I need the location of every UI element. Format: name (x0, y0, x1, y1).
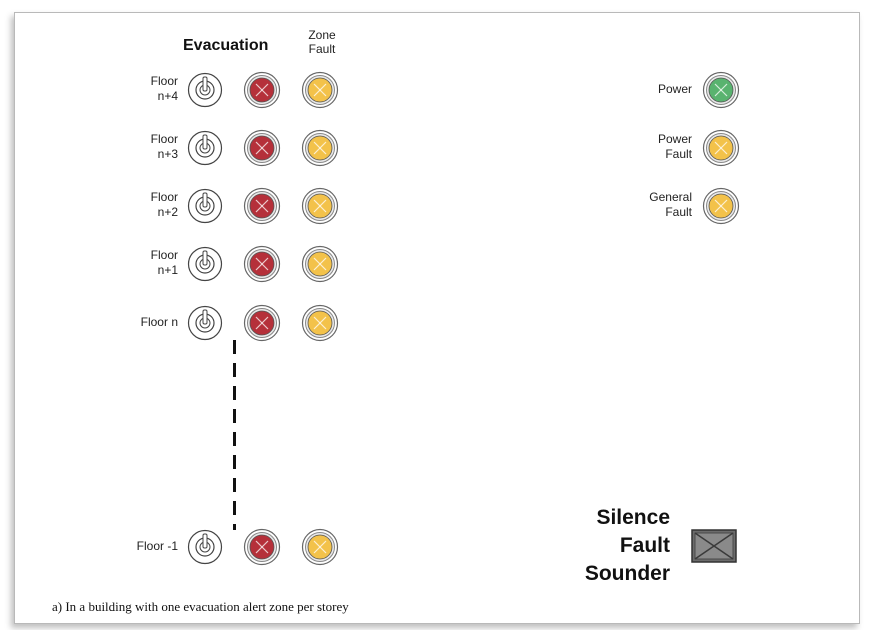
zone-fault-lamp (301, 71, 339, 109)
general-fault-lamp (702, 187, 740, 225)
evacuation-key-switch[interactable] (187, 529, 223, 565)
floor-label-line: Floor (150, 74, 178, 88)
zone-fault-lamp (301, 187, 339, 225)
zone-fault-header-line-1: Zone (308, 28, 336, 42)
floor-label-line: Floor -1 (136, 539, 178, 553)
floor-row: Floor n (0, 303, 360, 343)
power-lamp (702, 71, 740, 109)
evacuation-header: Evacuation (183, 37, 269, 54)
floor-continuation-dashed-line (233, 340, 236, 530)
floor-label: Floor n (108, 315, 178, 330)
floor-label-line: Floor (150, 190, 178, 204)
silence-fault-sounder-label: Silence Fault Sounder (560, 504, 670, 588)
evacuation-lamp[interactable] (243, 528, 281, 566)
floor-label-line: Floor n (140, 315, 178, 329)
indicator-label-line: Power (657, 132, 692, 146)
silence-line-2: Fault (619, 534, 670, 557)
indicator-label-line: Fault (665, 205, 692, 219)
zone-fault-header-line-2: Fault (308, 42, 336, 56)
evacuation-key-switch[interactable] (187, 72, 223, 108)
silence-line-1: Silence (596, 506, 670, 529)
evacuation-key-switch[interactable] (187, 246, 223, 282)
indicator-label-line: Fault (665, 147, 692, 161)
floor-label-line: n+2 (157, 205, 178, 219)
panel-frame (14, 12, 860, 624)
figure-caption: a) In a building with one evacuation ale… (52, 599, 349, 614)
evacuation-lamp[interactable] (243, 187, 281, 225)
evacuation-lamp[interactable] (243, 71, 281, 109)
indicator-label-line: General (649, 190, 692, 204)
floor-label-line: Floor (150, 132, 178, 146)
floor-label-line: n+1 (157, 263, 178, 277)
evacuation-lamp[interactable] (243, 304, 281, 342)
zone-fault-lamp (301, 304, 339, 342)
evacuation-key-switch[interactable] (187, 130, 223, 166)
indicator-label: Power (612, 82, 692, 97)
indicator-label-line: Power (657, 82, 692, 96)
evacuation-key-switch[interactable] (187, 305, 223, 341)
zone-fault-lamp (301, 245, 339, 283)
floor-label: Floor -1 (108, 539, 178, 554)
floor-label-line: n+3 (157, 147, 178, 161)
power-fault-lamp (702, 129, 740, 167)
evacuation-lamp[interactable] (243, 245, 281, 283)
silence-line-3: Sounder (584, 562, 670, 585)
zone-fault-lamp (301, 528, 339, 566)
evacuation-key-switch[interactable] (187, 188, 223, 224)
floor-row: Floor -1 (0, 527, 360, 567)
silence-fault-sounder-button[interactable] (690, 528, 738, 564)
floor-label-line: n+4 (157, 89, 178, 103)
evacuation-lamp[interactable] (243, 129, 281, 167)
zone-fault-lamp (301, 129, 339, 167)
zone-fault-header: Zone Fault (300, 28, 344, 56)
floor-label-line: Floor (150, 248, 178, 262)
